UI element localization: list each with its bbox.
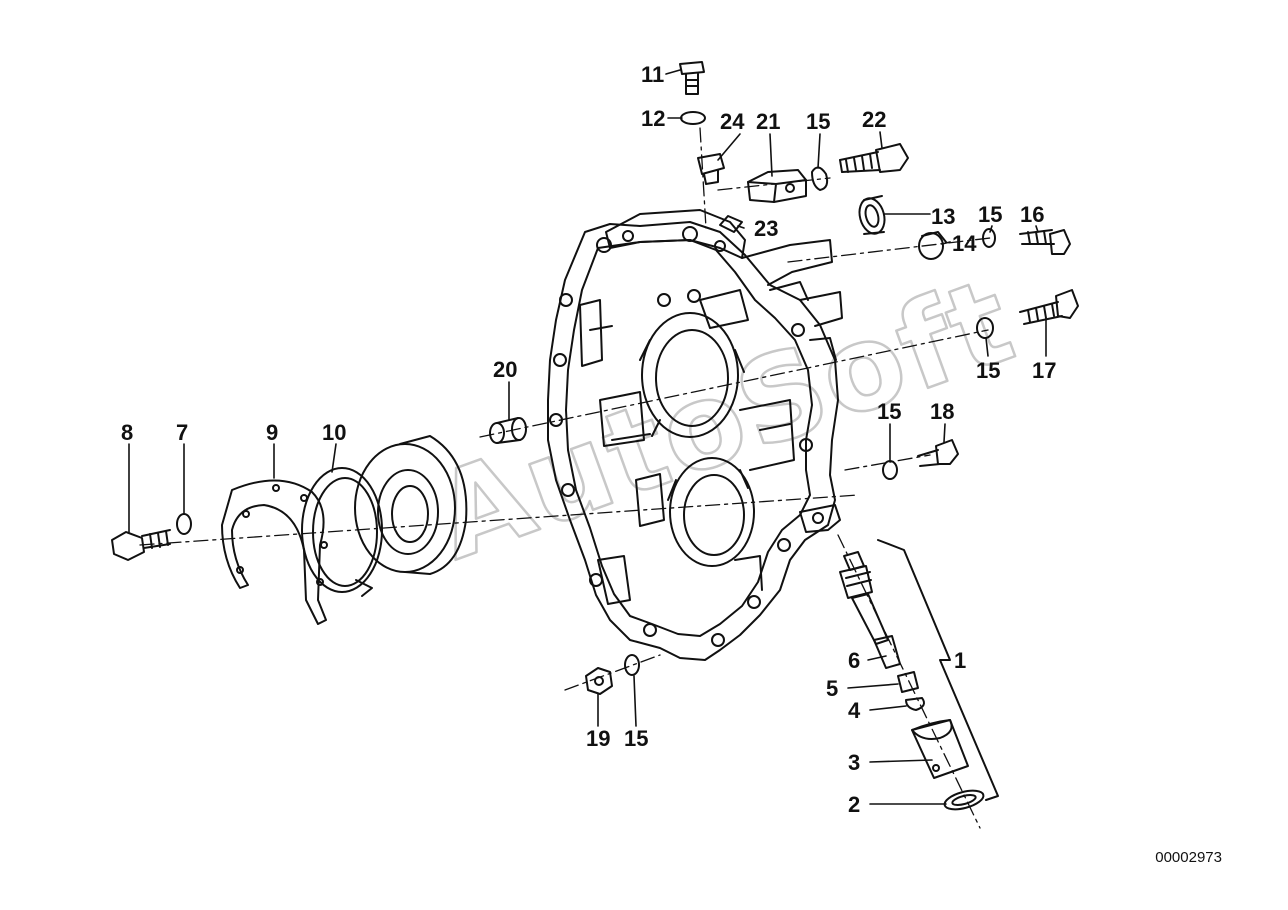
- callout-4: 4: [848, 698, 861, 723]
- part-21-bracket: [747, 169, 807, 203]
- callout-1: 1: [954, 648, 966, 673]
- callout-22: 22: [862, 107, 886, 132]
- callout-23: 23: [754, 216, 778, 241]
- callout-21: 21: [756, 109, 780, 134]
- part-16-bolt: [1019, 229, 1071, 255]
- part-7-washer: [176, 513, 192, 535]
- part-18-bolt: [917, 439, 959, 467]
- callout-20: 20: [493, 357, 517, 382]
- part-12-washer: [680, 111, 706, 125]
- assembly-axis-lines: [139, 127, 991, 829]
- part-15-washer-low: [882, 460, 898, 480]
- callout-6: 6: [848, 648, 860, 673]
- callout-labels: 11 12 24 21 15 22 23 13 14 15 16 15 17 1…: [121, 62, 1056, 817]
- part-15-washer-bottom: [624, 654, 640, 676]
- callout-14: 14: [952, 231, 977, 256]
- part-15-washer-mid: [982, 228, 996, 248]
- callout-15-bottom: 15: [624, 726, 648, 751]
- part-15-washer-right: [976, 317, 994, 339]
- callout-11: 11: [641, 62, 664, 87]
- part-8-bolt: [111, 529, 171, 561]
- callout-5: 5: [826, 676, 838, 701]
- callout-13: 13: [931, 204, 955, 229]
- gearbox-rear-housing: [547, 209, 843, 661]
- part-23-pin: [719, 215, 743, 233]
- callout-2: 2: [848, 792, 860, 817]
- part-20-sleeve: [489, 417, 527, 444]
- callout-9: 9: [266, 420, 278, 445]
- speedometer-drive-assembly: [839, 539, 999, 811]
- callout-24: 24: [720, 109, 745, 134]
- part-9-retaining-plate: [221, 479, 328, 625]
- callout-7: 7: [176, 420, 188, 445]
- callout-10: 10: [322, 420, 346, 445]
- part-19-nut: [585, 667, 613, 695]
- callout-16: 16: [1020, 202, 1044, 227]
- callout-15-right: 15: [976, 358, 1000, 383]
- diagram-reference-code: 00002973: [1155, 849, 1222, 866]
- part-24-plug: [697, 153, 725, 185]
- part-17-bolt: [1019, 289, 1079, 325]
- callout-8: 8: [121, 420, 133, 445]
- callout-15-top: 15: [806, 109, 830, 134]
- part-10-shim: [301, 467, 383, 597]
- part-14-bushing: [918, 231, 947, 260]
- callout-15-mid: 15: [978, 202, 1002, 227]
- part-22-bolt: [839, 143, 909, 173]
- callout-19: 19: [586, 726, 610, 751]
- callout-12: 12: [641, 106, 665, 131]
- callout-15-low: 15: [877, 399, 901, 424]
- callout-18: 18: [930, 399, 954, 424]
- callout-3: 3: [848, 750, 860, 775]
- part-11-screw: [679, 61, 705, 95]
- part-13-seal: [858, 195, 886, 235]
- callout-17: 17: [1032, 358, 1056, 383]
- leader-lines: [128, 69, 1047, 805]
- bearing: [354, 435, 468, 575]
